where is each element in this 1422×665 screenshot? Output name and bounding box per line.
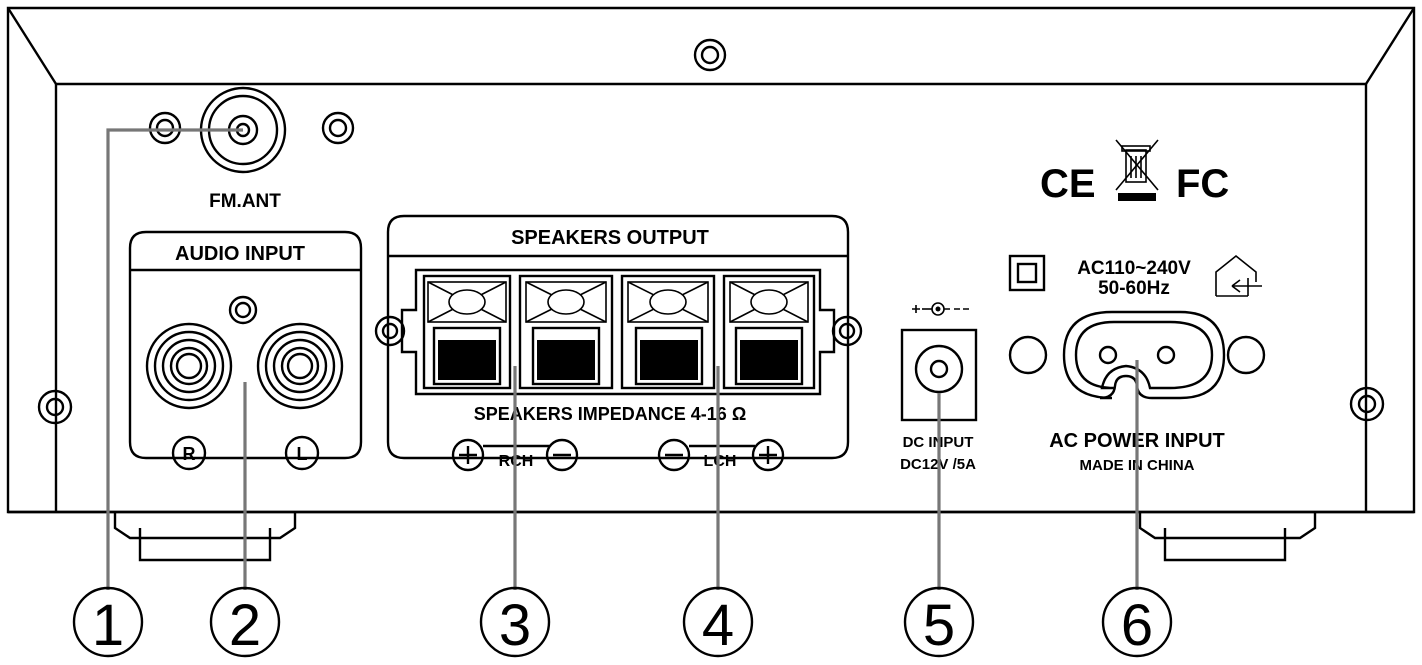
callout-1-number: 1 xyxy=(92,593,124,658)
speakers-output-label: SPEAKERS OUTPUT xyxy=(511,227,709,249)
left-foot xyxy=(113,512,297,562)
chassis xyxy=(6,6,1416,514)
indoor-use-icon xyxy=(1215,254,1262,297)
callout-1: 1 xyxy=(72,586,144,658)
weee-bin-icon xyxy=(1115,139,1159,201)
callout-4: 4 xyxy=(682,586,754,658)
callout-3: 3 xyxy=(479,586,551,658)
speakers-output-panel xyxy=(374,214,863,460)
dc-polarity-icon xyxy=(912,302,969,316)
callout-5: 5 xyxy=(903,586,975,658)
fc-mark: FC xyxy=(1176,162,1229,206)
callout-leader-lines xyxy=(106,128,1139,590)
audio-l-label: L xyxy=(297,444,308,464)
callout-2-number: 2 xyxy=(229,593,261,658)
ac-freq-label: 50-60Hz xyxy=(1098,278,1170,299)
left-screw-icon xyxy=(37,389,73,425)
ac-socket-icon xyxy=(1008,310,1266,400)
rca-jack-icon-l xyxy=(256,322,344,410)
lch-label: LCH xyxy=(704,453,737,470)
lch-polarity xyxy=(657,438,785,472)
class-ii-icon xyxy=(1008,254,1046,292)
callout-2: 2 xyxy=(209,586,281,658)
callout-4-number: 4 xyxy=(702,593,734,658)
rca-jack-icon-r xyxy=(145,322,233,410)
audio-input-panel xyxy=(128,230,363,460)
speaker-terminal-icon-1 xyxy=(422,274,512,390)
callout-5-number: 5 xyxy=(923,593,955,658)
top-screw-icon xyxy=(693,38,727,72)
callout-3-number: 3 xyxy=(499,593,531,658)
right-screw-icon xyxy=(1349,386,1385,422)
speaker-terminal-icon-4 xyxy=(722,274,816,390)
audio-r-label: R xyxy=(183,444,196,464)
ce-mark: CE xyxy=(1040,162,1096,206)
r-badge xyxy=(171,435,207,471)
audio-input-label: AUDIO INPUT xyxy=(175,243,305,265)
callout-6: 6 xyxy=(1101,586,1173,658)
right-foot xyxy=(1138,512,1317,562)
speakers-impedance-label: SPEAKERS IMPEDANCE 4-16 Ω xyxy=(474,404,747,424)
l-badge xyxy=(284,435,320,471)
speaker-terminal-icon-3 xyxy=(620,274,716,390)
ac-voltage-label: AC110~240V xyxy=(1077,258,1191,279)
fm-ant-label: FM.ANT xyxy=(209,191,281,212)
callout-6-number: 6 xyxy=(1121,593,1153,658)
speaker-terminal-icon-2 xyxy=(518,274,614,390)
